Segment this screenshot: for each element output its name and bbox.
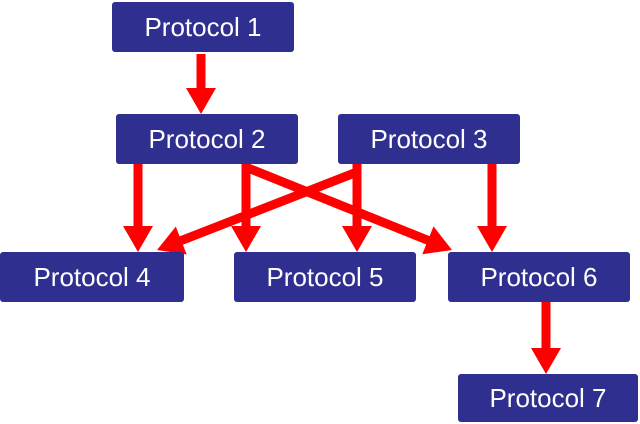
arrow-head-n2-n4 <box>123 226 153 252</box>
protocol-7-node: Protocol 7 <box>458 374 638 422</box>
arrow-head-n6-n7 <box>531 348 561 374</box>
arrow-head-n1-n2 <box>186 88 216 114</box>
arrow-head-n2-n5 <box>231 226 261 252</box>
protocol-4-node: Protocol 4 <box>0 252 184 302</box>
arrow-head-n3-n4 <box>157 226 187 255</box>
protocol-2-node: Protocol 2 <box>116 114 298 164</box>
arrow-group <box>123 54 561 374</box>
arrow-shaft-n2-n6 <box>246 163 432 246</box>
arrow-head-n3-n5 <box>342 226 372 252</box>
protocol-1-node: Protocol 1 <box>112 2 294 52</box>
arrow-shaft-n3-n4 <box>177 167 359 246</box>
protocol-6-node: Protocol 6 <box>448 252 630 302</box>
protocol-5-node: Protocol 5 <box>234 252 416 302</box>
arrow-head-n3-n6 <box>477 226 507 252</box>
protocol-3-node: Protocol 3 <box>338 114 520 164</box>
arrow-head-n2-n6 <box>422 226 452 255</box>
